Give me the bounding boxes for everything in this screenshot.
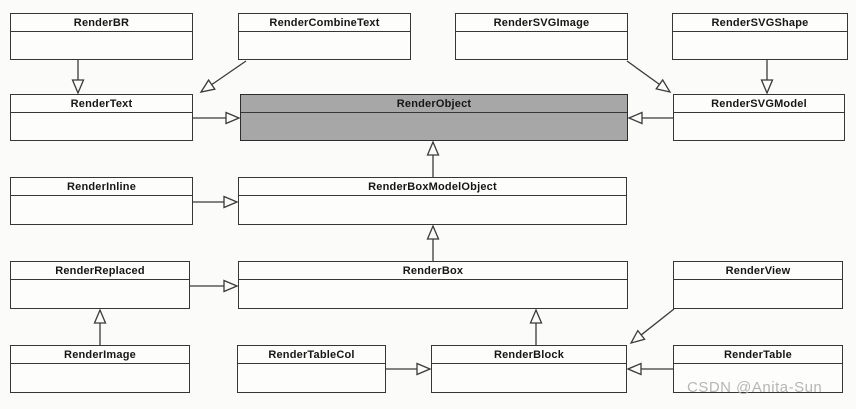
class-box-renderbox: RenderBox [238, 261, 628, 309]
hollow-triangle-arrowhead-icon [626, 362, 642, 376]
class-name-label: RenderSVGShape [673, 14, 847, 32]
class-box-renderimage: RenderImage [10, 345, 190, 393]
hollow-triangle-arrowhead-icon [627, 111, 643, 125]
class-box-renderboxmodelobject: RenderBoxModelObject [238, 177, 627, 225]
class-name-label: RenderSVGModel [674, 95, 844, 113]
class-name-label: RenderBlock [432, 346, 626, 364]
class-name-label: RenderReplaced [11, 262, 189, 280]
watermark-text: CSDN @Anita-Sun [687, 379, 823, 396]
class-box-renderblock: RenderBlock [431, 345, 627, 393]
class-box-rendersvgmodel: RenderSVGModel [673, 94, 845, 141]
hollow-triangle-arrowhead-icon [416, 362, 432, 376]
class-box-renderinline: RenderInline [10, 177, 193, 225]
hollow-triangle-arrowhead-icon [529, 308, 543, 324]
class-box-rendersvgshape: RenderSVGShape [672, 13, 848, 60]
inheritance-edge-rendersvgimage-to-rendersvgmodel [626, 60, 660, 85]
class-box-renderreplaced: RenderReplaced [10, 261, 190, 309]
inheritance-edge-rendercombinetext-to-rendertext [211, 60, 247, 86]
class-name-label: RenderTableCol [238, 346, 385, 364]
class-box-rendertable: RenderTable [673, 345, 843, 393]
class-box-rendersvgimage: RenderSVGImage [455, 13, 628, 60]
class-name-label: RenderSVGImage [456, 14, 627, 32]
class-box-renderbr: RenderBR [10, 13, 193, 60]
hollow-triangle-arrowhead-icon [93, 308, 107, 324]
hollow-triangle-arrowhead-icon [629, 329, 646, 345]
class-box-renderview: RenderView [673, 261, 843, 309]
class-name-label: RenderInline [11, 178, 192, 196]
hollow-triangle-arrowhead-icon [655, 78, 672, 93]
class-name-label: RenderObject [241, 95, 627, 113]
class-name-label: RenderBox [239, 262, 627, 280]
class-name-label: RenderView [674, 262, 842, 280]
class-box-rendertablecol: RenderTableCol [237, 345, 386, 393]
hollow-triangle-arrowhead-icon [223, 279, 239, 293]
class-box-rendercombinetext: RenderCombineText [238, 13, 411, 60]
hollow-triangle-arrowhead-icon [760, 79, 774, 95]
class-name-label: RenderBR [11, 14, 192, 32]
class-name-label: RenderText [11, 95, 192, 113]
hollow-triangle-arrowhead-icon [426, 224, 440, 240]
class-name-label: RenderImage [11, 346, 189, 364]
hollow-triangle-arrowhead-icon [199, 78, 216, 93]
inheritance-edge-renderview-to-renderblock [640, 308, 675, 336]
class-name-label: RenderTable [674, 346, 842, 364]
hollow-triangle-arrowhead-icon [225, 111, 241, 125]
hollow-triangle-arrowhead-icon [426, 140, 440, 156]
class-box-renderobject: RenderObject [240, 94, 628, 141]
class-name-label: RenderBoxModelObject [239, 178, 626, 196]
class-box-rendertext: RenderText [10, 94, 193, 141]
class-name-label: RenderCombineText [239, 14, 410, 32]
hollow-triangle-arrowhead-icon [71, 79, 85, 95]
hollow-triangle-arrowhead-icon [223, 195, 239, 209]
